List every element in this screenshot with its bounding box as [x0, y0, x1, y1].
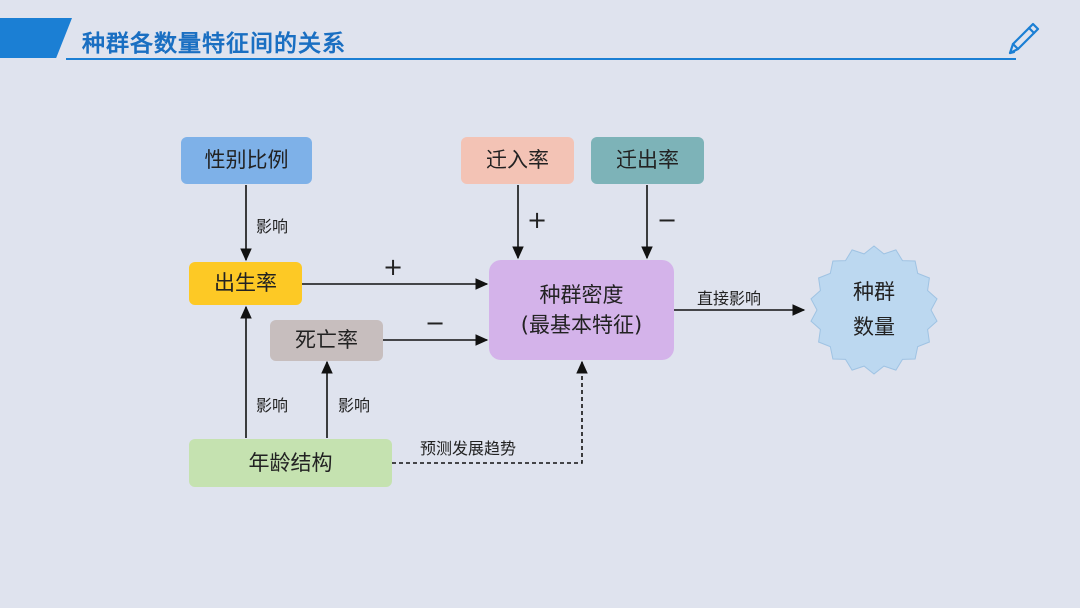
- node-birth-rate-label: 出生率: [214, 271, 277, 296]
- sign-death-negative: −: [425, 309, 446, 337]
- node-emigration-rate-label: 迁出率: [616, 148, 679, 173]
- title-underline: [66, 58, 1016, 60]
- node-sex-ratio-label: 性别比例: [204, 148, 289, 173]
- node-population-density-sublabel: (最基本特征): [520, 313, 643, 337]
- node-immigration-rate: 迁入率: [461, 137, 574, 184]
- node-birth-rate: 出生率: [189, 262, 302, 305]
- edge-label-sex-ratio-influence: 影响: [256, 217, 289, 236]
- node-population-size-sublabel: 数量: [853, 315, 895, 339]
- edge-label-predict-trend: 预测发展趋势: [420, 439, 517, 458]
- node-emigration-rate: 迁出率: [591, 137, 704, 184]
- node-population-density-label: 种群密度: [539, 282, 624, 307]
- sign-birth-positive: +: [383, 253, 404, 281]
- page-title: 种群各数量特征间的关系: [82, 31, 346, 57]
- node-sex-ratio: 性别比例: [181, 137, 312, 184]
- node-immigration-rate-label: 迁入率: [486, 148, 549, 173]
- population-size-badge-shape: [810, 245, 938, 375]
- node-death-rate: 死亡率: [270, 320, 383, 361]
- sign-emigration-negative: −: [657, 206, 678, 234]
- pen-icon: [1008, 22, 1040, 55]
- edge-label-direct-influence: 直接影响: [697, 289, 762, 308]
- node-age-structure-label: 年龄结构: [248, 450, 333, 475]
- node-population-size: 种群 数量: [808, 244, 940, 376]
- node-population-density: 种群密度 (最基本特征): [489, 260, 674, 360]
- node-age-structure: 年龄结构: [189, 439, 392, 487]
- node-population-size-label: 种群: [853, 280, 895, 305]
- node-death-rate-label: 死亡率: [295, 328, 358, 353]
- edge-age-to-density: [392, 360, 588, 464]
- edge-label-age-to-birth-influence: 影响: [256, 396, 289, 415]
- sign-immigration-positive: +: [527, 206, 548, 234]
- edge-label-age-to-death-influence: 影响: [338, 396, 371, 415]
